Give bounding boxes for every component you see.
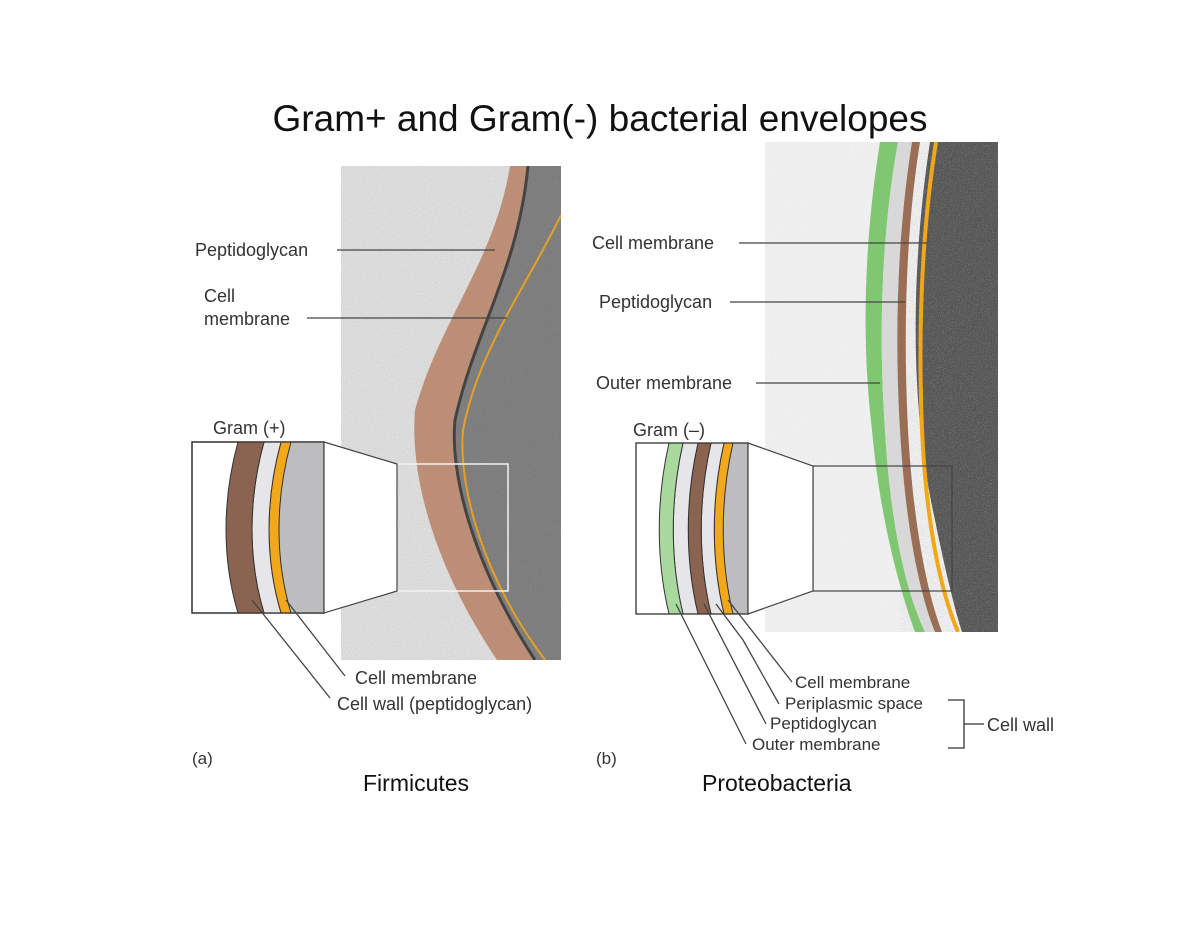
label-a-cell-line2: membrane: [204, 309, 290, 329]
cell-membrane-line: [461, 214, 561, 660]
gram-negative-schematic: [635, 442, 984, 749]
label-a-peptidoglycan: Peptidoglycan: [195, 240, 308, 260]
label-a-cell-wall: Cell wall (peptidoglycan): [337, 694, 532, 714]
gram-positive-schematic: [191, 441, 398, 699]
label-b-peptidoglycan: Peptidoglycan: [599, 292, 712, 312]
label-b-schem-outer-membrane: Outer membrane: [752, 735, 881, 754]
slide-title: Gram+ and Gram(-) bacterial envelopes: [272, 98, 928, 139]
panel-a-letter: (a): [192, 749, 213, 768]
label-b-outer-membrane: Outer membrane: [596, 373, 732, 393]
label-b-schem-periplasmic-space: Periplasmic space: [785, 694, 923, 713]
label-a-cell-membrane: Cell membrane: [355, 668, 477, 688]
panel-b-letter: (b): [596, 749, 617, 768]
caption-firmicutes: Firmicutes: [363, 770, 470, 796]
label-b-cell-membrane: Cell membrane: [592, 233, 714, 253]
label-a-cell-line1: Cell: [204, 286, 235, 306]
label-b-schem-cell-membrane: Cell membrane: [795, 673, 910, 692]
schematic-label-gram-negative: Gram (–): [633, 420, 705, 440]
label-b-schem-peptidoglycan: Peptidoglycan: [770, 714, 877, 733]
schematic-label-gram-positive: Gram (+): [213, 418, 286, 438]
caption-proteobacteria: Proteobacteria: [702, 770, 852, 796]
label-b-cell-wall: Cell wall: [987, 715, 1054, 735]
